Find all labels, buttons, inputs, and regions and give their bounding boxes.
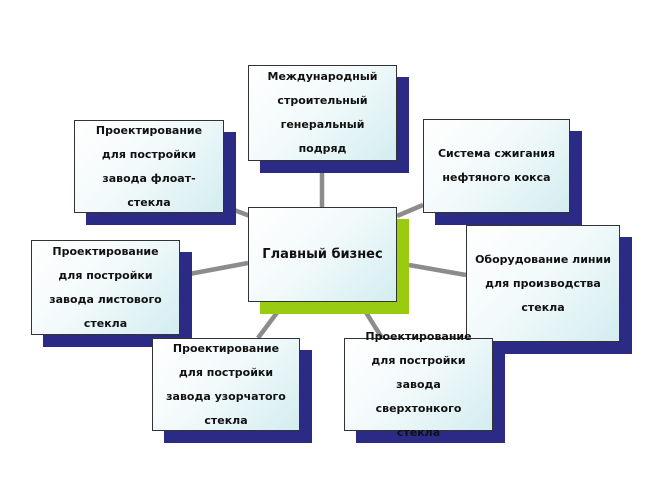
node-box: Международный строительный генеральный п… bbox=[248, 65, 397, 161]
node-label: Проектирование для постройки завода флоа… bbox=[95, 123, 203, 209]
node-label: Проектирование для постройки завода лист… bbox=[49, 244, 162, 330]
node-box: Система сжигания нефтяного кокса bbox=[423, 119, 570, 213]
node-label: Проектирование для постройки завода узор… bbox=[166, 341, 286, 427]
node-label: Главный бизнес bbox=[262, 246, 383, 262]
node-label: Проектирование для постройки завода свер… bbox=[365, 329, 472, 439]
node-box: Оборудование линии для производства стек… bbox=[466, 225, 620, 342]
node-box: Проектирование для постройки завода лист… bbox=[31, 240, 180, 335]
node-main-business: Главный бизнес bbox=[248, 207, 409, 314]
node-label: Оборудование линии для производства стек… bbox=[475, 252, 611, 314]
node-label: Система сжигания нефтяного кокса bbox=[437, 147, 556, 184]
connector-top-right bbox=[396, 202, 424, 219]
connector-right bbox=[408, 262, 467, 278]
node-patterned-glass: Проектирование для постройки завода узор… bbox=[152, 338, 312, 443]
node-float-glass: Проектирование для постройки завода флоа… bbox=[74, 120, 236, 225]
node-box: Проектирование для постройки завода свер… bbox=[344, 330, 493, 439]
node-glass-equipment: Оборудование линии для производства стек… bbox=[466, 225, 632, 354]
connector-left bbox=[183, 260, 249, 278]
node-ultrathin-glass: Проектирование для постройки завода свер… bbox=[344, 330, 505, 443]
node-box: Проектирование для постройки завода флоа… bbox=[74, 120, 224, 213]
node-label: Международный строительный генеральный п… bbox=[267, 70, 378, 155]
node-petroleum-coke: Система сжигания нефтяного кокса bbox=[423, 119, 582, 225]
node-construction-contract: Международный строительный генеральный п… bbox=[248, 65, 409, 173]
node-sheet-glass: Проектирование для постройки завода лист… bbox=[31, 240, 192, 347]
node-box: Главный бизнес bbox=[248, 207, 397, 302]
node-box: Проектирование для постройки завода узор… bbox=[152, 338, 300, 431]
